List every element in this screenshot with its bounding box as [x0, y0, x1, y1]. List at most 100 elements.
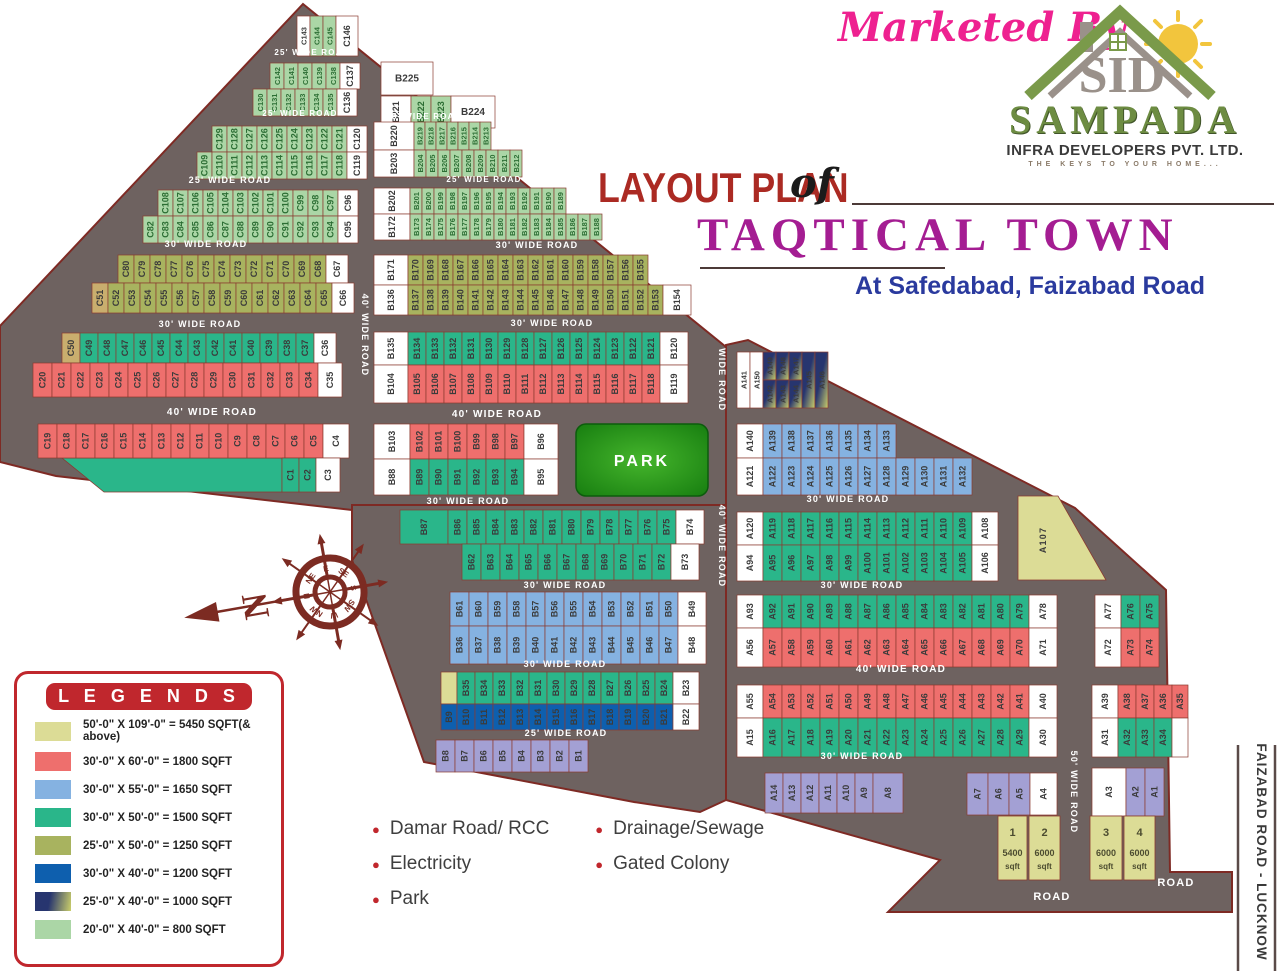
plot-A6: A6: [987, 772, 1010, 816]
svg-text:B124: B124: [592, 338, 602, 360]
plot-A122: A122: [762, 457, 783, 496]
svg-text:A83: A83: [939, 603, 949, 620]
plot-B171: B171: [373, 254, 409, 286]
plot-C119: C119: [346, 151, 368, 180]
plot-A47: A47: [895, 684, 916, 719]
plot-C78: C78: [149, 254, 167, 284]
plot-C48: C48: [97, 332, 117, 364]
svg-text:B123: B123: [610, 338, 620, 360]
plot-A41: A41: [1009, 684, 1030, 719]
svg-text:B166: B166: [471, 259, 481, 281]
plot-A107: [1017, 495, 1107, 581]
svg-text:B108: B108: [466, 373, 476, 395]
svg-text:B145: B145: [531, 289, 541, 311]
svg-text:B195: B195: [484, 192, 493, 210]
svg-text:B175: B175: [436, 218, 445, 236]
plot-A105: A105: [952, 544, 973, 582]
legend-label: 30'-0" X 60'-0" = 1800 SQFT: [83, 755, 233, 768]
legend-item: 30'-0" X 60'-0" = 1800 SQFT: [17, 749, 281, 774]
svg-text:B177: B177: [460, 218, 469, 236]
svg-text:B167: B167: [456, 259, 466, 281]
svg-text:C21: C21: [57, 372, 67, 389]
house-logo-icon: SID: [1005, 4, 1245, 104]
legend-swatch: [35, 780, 71, 799]
plot-C41: C41: [223, 332, 243, 364]
svg-text:B218: B218: [427, 127, 436, 145]
plot-B142: B142: [482, 284, 499, 316]
plot-C31: C31: [241, 362, 262, 398]
bullet-icon: ●: [595, 821, 604, 837]
svg-text:C138: C138: [329, 67, 338, 85]
plot-B61: B61: [449, 591, 470, 627]
plot-C91: C91: [277, 215, 294, 244]
plot-C57: C57: [187, 282, 205, 314]
plot-A129: A129: [895, 457, 916, 496]
svg-text:B47: B47: [664, 637, 674, 654]
svg-text:A76: A76: [1126, 603, 1136, 620]
plot-A134: A134: [857, 423, 878, 459]
svg-text:A117: A117: [806, 518, 816, 539]
svg-text:A128: A128: [882, 466, 892, 488]
svg-text:C87: C87: [221, 221, 231, 238]
plot-B205: B205: [425, 149, 439, 178]
plot-A78: A78: [1028, 594, 1058, 629]
plot-A73: A73: [1120, 627, 1141, 668]
svg-text:B64: B64: [505, 554, 515, 571]
legend-swatch: [35, 864, 71, 883]
svg-text:B184: B184: [544, 217, 553, 236]
plot-C60: C60: [235, 282, 253, 314]
svg-text:A92: A92: [768, 603, 778, 620]
svg-text:B197: B197: [460, 192, 469, 210]
svg-text:A6: A6: [994, 788, 1004, 800]
plot-B152: B152: [632, 284, 649, 316]
amenities-list: ●Damar Road/ RCC●Electricity●Park ●Drain…: [372, 818, 764, 923]
plot-A97: A97: [800, 544, 821, 582]
plot-C126: C126: [256, 125, 273, 153]
svg-text:6000: 6000: [1034, 848, 1054, 858]
plot-C79: C79: [133, 254, 151, 284]
svg-text:B5: B5: [498, 750, 508, 762]
svg-text:C97: C97: [326, 195, 336, 212]
svg-text:C76: C76: [185, 261, 195, 278]
svg-text:B62: B62: [467, 554, 477, 571]
plot-A125: A125: [819, 457, 840, 496]
plot-A145: A145: [801, 351, 816, 409]
developer-logo: SID SAMPADA INFRA DEVELOPERS PVT. LTD. T…: [1005, 4, 1245, 168]
plot-B165: B165: [482, 254, 499, 286]
svg-text:C79: C79: [137, 261, 147, 278]
svg-text:A49: A49: [863, 693, 873, 710]
road-label: 30' WIDE ROAD: [165, 239, 248, 249]
legend-item: 30'-0" X 55'-0" = 1650 SQFT: [17, 777, 281, 802]
plot-A92: A92: [762, 594, 783, 629]
c1-wedge: [60, 457, 283, 493]
svg-text:B202: B202: [387, 190, 397, 212]
plot-A46: A46: [914, 684, 935, 719]
svg-text:A121: A121: [745, 466, 755, 488]
plot-B91: B91: [447, 458, 468, 496]
plot-B131: B131: [461, 331, 481, 366]
svg-text:B52: B52: [626, 601, 636, 618]
svg-text:B223: B223: [436, 101, 446, 123]
svg-text:C121: C121: [335, 128, 345, 150]
plot-B176: B176: [445, 213, 459, 241]
svg-text:B41: B41: [550, 637, 560, 654]
svg-text:B118: B118: [646, 373, 656, 394]
svg-text:B148: B148: [576, 289, 586, 311]
svg-text:A56: A56: [745, 639, 755, 656]
plot-A28: A28: [990, 717, 1011, 758]
plot-B71: B71: [632, 543, 653, 581]
bullet-icon: ●: [372, 891, 380, 907]
svg-text:B198: B198: [448, 192, 457, 210]
svg-text:A20: A20: [844, 729, 854, 746]
svg-text:A140: A140: [745, 430, 755, 452]
plot-A53: A53: [781, 684, 802, 719]
plot-C40: C40: [241, 332, 261, 364]
plot-B102: B102: [409, 423, 430, 460]
plot-A101: A101: [876, 544, 897, 582]
svg-text:B82: B82: [529, 519, 539, 536]
svg-text:C109: C109: [200, 155, 210, 177]
road-label: 40' WIDE ROAD: [717, 505, 727, 588]
plot-B11: B11: [474, 703, 494, 731]
plot-B190: B190: [541, 187, 555, 215]
svg-text:C36: C36: [320, 340, 330, 357]
